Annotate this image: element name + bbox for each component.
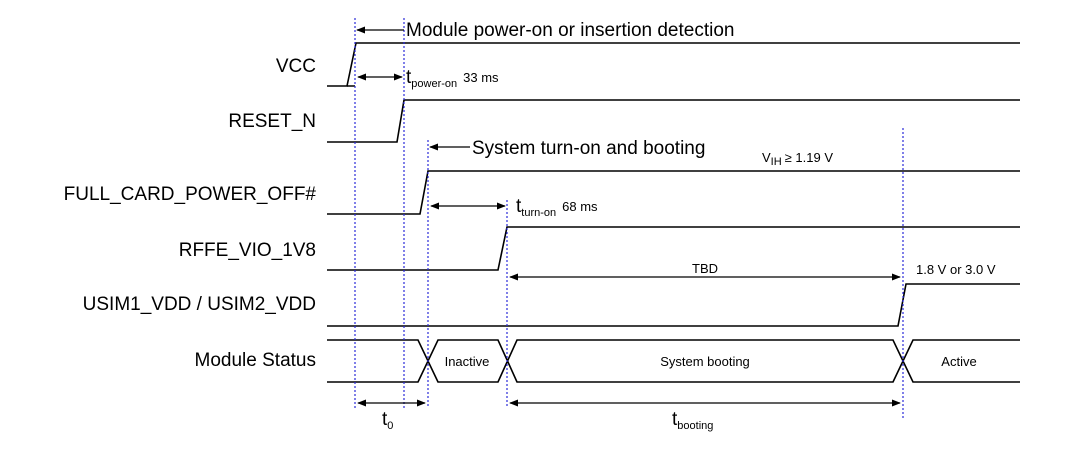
signal-label-vcc: VCC [276,56,316,77]
status-system-booting-label: System booting [660,354,750,369]
t0-label: t0 [382,409,393,432]
status-active-label: Active [941,354,976,369]
signal-label-usim-vdd: USIM1_VDD / USIM2_VDD [83,294,316,315]
status-inactive-label: Inactive [445,354,490,369]
usim-voltage-label: 1.8 V or 3.0 V [916,262,996,277]
vih-threshold-label: VIH≥ 1.19 V [762,150,833,168]
full-card-power-off-waveform [327,170,1020,215]
t-booting-label: tbooting [672,409,713,432]
signal-label-rffe-vio-1v8: RFFE_VIO_1V8 [179,240,316,261]
signal-label-reset-n: RESET_N [228,111,316,132]
signal-label-full-card-power-off: FULL_CARD_POWER_OFF# [64,184,317,205]
tbd-label: TBD [692,261,718,276]
signal-label-module-status: Module Status [195,350,316,371]
usim-vdd-waveform [327,283,1020,327]
reset-n-waveform [327,99,1020,143]
system-turn-on-label: System turn-on and booting [472,138,705,159]
rffe-vio-1v8-waveform [327,226,1020,271]
power-on-detect-label: Module power-on or insertion detection [406,20,734,41]
vcc-waveform-line [327,42,1020,87]
